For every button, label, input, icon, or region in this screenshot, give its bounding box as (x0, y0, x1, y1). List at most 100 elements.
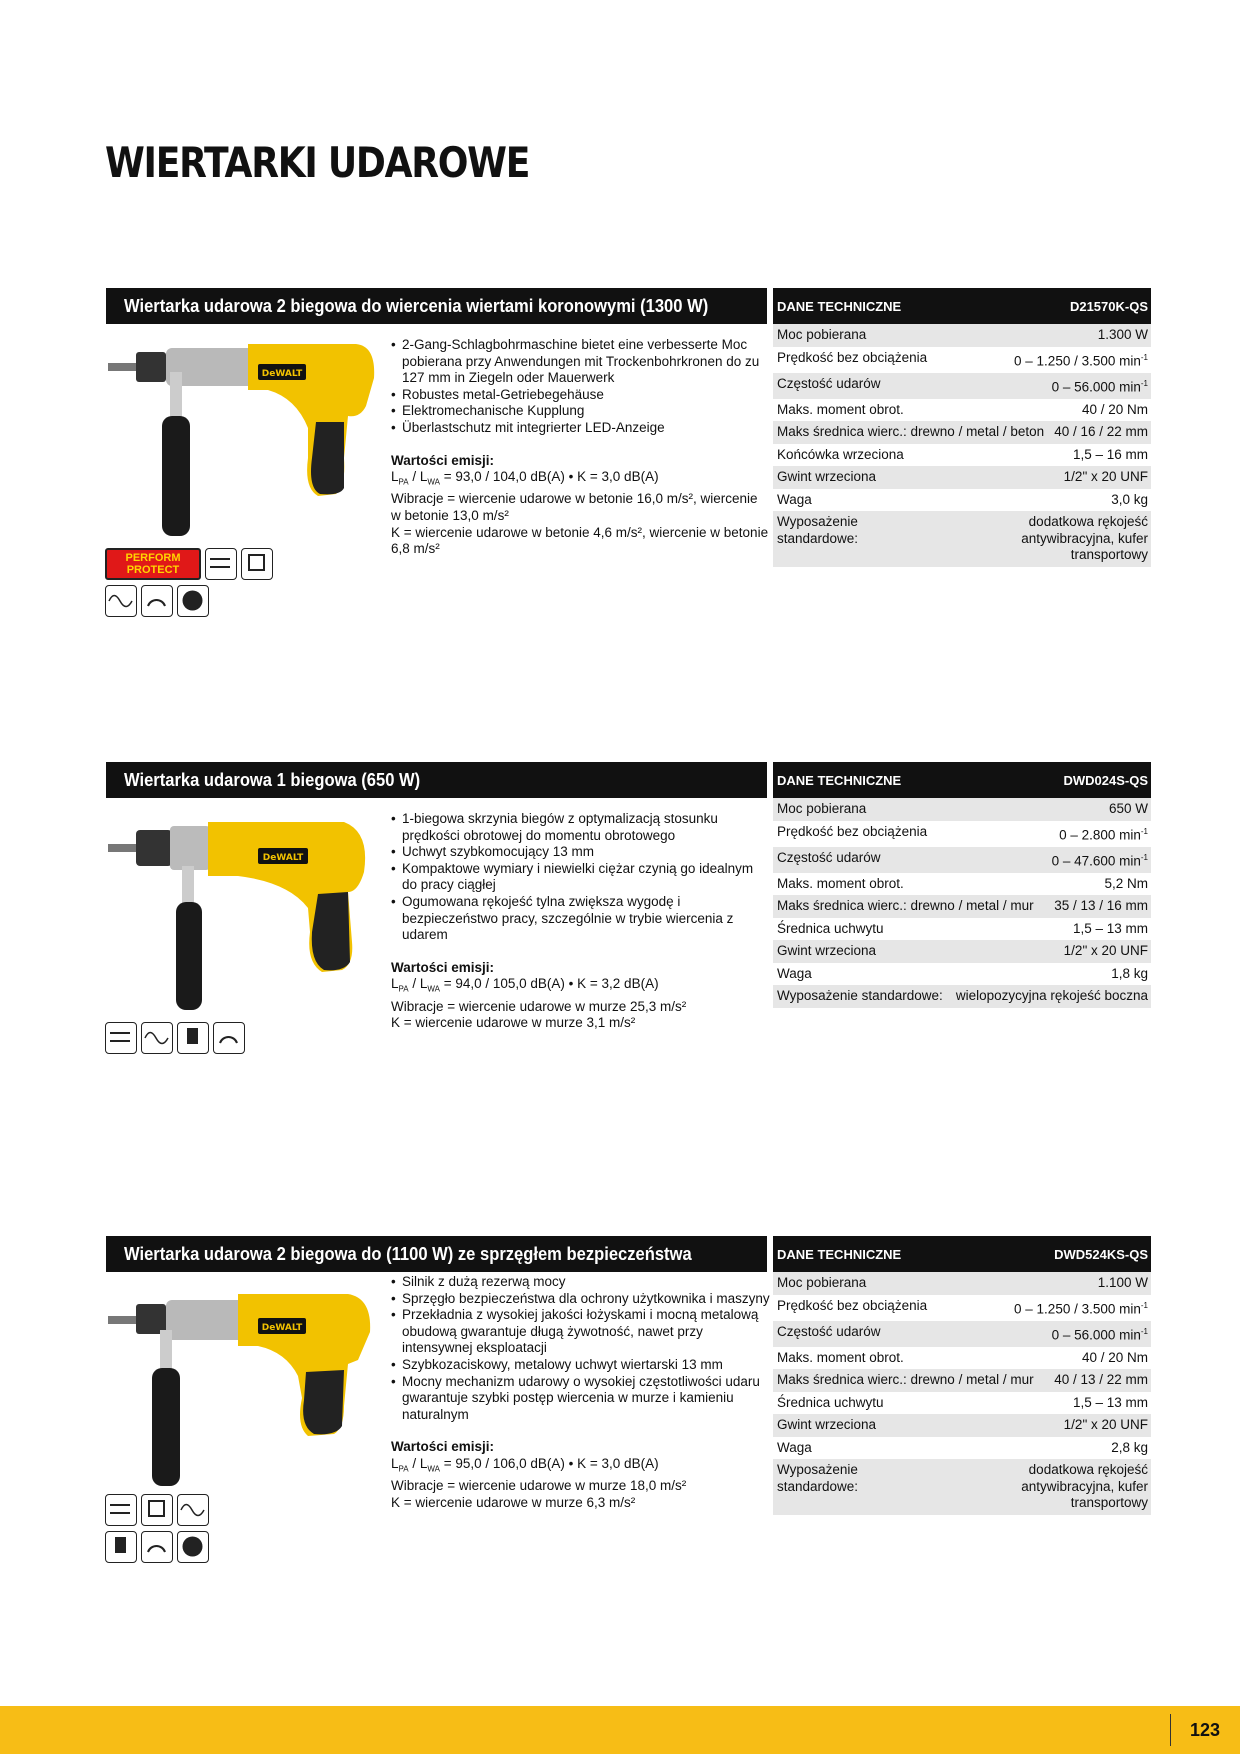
emission-values: Wartości emisji: LPA / LWA = 95,0 / 106,… (391, 1439, 771, 1511)
model-number: DWD524KS-QS (1054, 1247, 1148, 1262)
feature-item: Uchwyt szybkomocujący 13 mm (391, 844, 771, 861)
spec-row: Maks średnica wierc.: drewno / metal / m… (773, 1369, 1151, 1392)
product-header: Wiertarka udarowa 2 biegowa do wiercenia… (106, 288, 767, 324)
feature-list: 1-biegowa skrzynia biegów z optymalizacj… (391, 811, 771, 1032)
emission-values: Wartości emisji: LPA / LWA = 94,0 / 105,… (391, 960, 771, 1032)
emission-line: Wibracje = wiercenie udarowe w murze 25,… (391, 998, 687, 1014)
feature-item: Ogumowana rękojeść tylna zwiększa wygodę… (391, 894, 771, 944)
feature-item: 2-Gang-Schlagbohrmaschine bietet eine ve… (391, 337, 771, 387)
drill-photo: DeWALT (108, 1294, 371, 1486)
keyless-chuck-icon (177, 1022, 209, 1054)
feature-list: Silnik z dużą rezerwą mocy Sprzęgło bezp… (391, 1274, 771, 1511)
spec-row: Maks. moment obrot.5,2 Nm (777, 875, 1148, 891)
emission-line: Wibracje = wiercenie udarowe w murze 18,… (391, 1478, 687, 1494)
product-name: Wiertarka udarowa 2 biegowa do wiercenia… (124, 296, 709, 316)
product-name: Wiertarka udarowa 2 biegowa do (1100 W) … (124, 1244, 692, 1264)
emission-line: Wibracje = wiercenie udarowe w betonie 1… (391, 491, 758, 524)
led-indicator-icon (241, 548, 273, 580)
page-footer: 123 (0, 1706, 1240, 1754)
drill-photo: DeWALT (108, 822, 366, 1010)
page-title: WIERTARKI UDAROWE (105, 138, 530, 187)
feature-item: Robustes metal-Getriebegehäuse (391, 387, 771, 404)
electronic-clutch-icon (177, 585, 209, 617)
spec-row: Wyposażenie standardowe:dodatkowa rękoje… (773, 511, 1151, 567)
spec-row: Maks. moment obrot.40 / 20 Nm (777, 401, 1148, 417)
feature-item: Przekładnia z wysokiej jakości łożyskami… (391, 1307, 771, 1357)
feature-item: Kompaktowe wymiary i niewielki ciężar cz… (391, 861, 771, 894)
page-number: 123 (1190, 1720, 1221, 1740)
svg-text:DeWALT: DeWALT (262, 1323, 303, 1333)
noise-value: LPA / LWA = 95,0 / 106,0 dB(A) • K = 3,0… (391, 1455, 659, 1474)
noise-value: LPA / LWA = 94,0 / 105,0 dB(A) • K = 3,2… (391, 976, 659, 995)
model-number: DWD024S-QS (1063, 773, 1148, 788)
forward-reverse-icon (213, 1022, 245, 1054)
emission-values: Wartości emisji: LPA / LWA = 93,0 / 104,… (391, 453, 771, 558)
emission-label: Wartości emisji: (391, 959, 495, 975)
electronic-clutch-icon (177, 1531, 209, 1563)
feature-item: Elektromechanische Kupplung (391, 403, 771, 420)
emission-label: Wartości emisji: (391, 452, 495, 468)
hammer-drill-mode-icon (105, 1494, 137, 1526)
feature-list: 2-Gang-Schlagbohrmaschine bietet eine ve… (391, 337, 771, 558)
forward-reverse-icon (141, 1531, 173, 1563)
spec-row: Maks. moment obrot.40 / 20 Nm (777, 1349, 1148, 1365)
forward-reverse-icon (141, 585, 173, 617)
feature-item: Sprzęgło bezpieczeństwa dla ochrony użyt… (391, 1291, 771, 1308)
model-number: D21570K-QS (1069, 299, 1148, 314)
spec-row: Maks średnica wierc.: drewno / metal / b… (773, 421, 1151, 444)
feature-item: Überlastschutz mit integrierter LED-Anze… (391, 420, 771, 437)
emission-line: K = wiercenie udarowe w murze 6,3 m/s² (391, 1494, 636, 1510)
variable-speed-icon (105, 585, 137, 617)
feature-item: Silnik z dużą rezerwą mocy (391, 1274, 771, 1291)
variable-speed-icon (141, 1022, 173, 1054)
svg-text:DeWALT: DeWALT (262, 369, 303, 379)
perform-protect-badge: PERFORM PROTECT (105, 548, 201, 580)
emission-label: Wartości emisji: (391, 1439, 495, 1455)
spec-row: Maks średnica wierc.: drewno / metal / m… (773, 895, 1151, 918)
svg-text:DeWALT: DeWALT (263, 853, 304, 863)
footer-divider (1170, 1714, 1171, 1746)
product-header: Wiertarka udarowa 2 biegowa do (1100 W) … (106, 1236, 767, 1272)
feature-item: 1-biegowa skrzynia biegów z optymalizacj… (391, 811, 771, 844)
drill-photo: DeWALT (108, 344, 375, 536)
spec-row: Wyposażenie standardowe:dodatkowa rękoje… (773, 1459, 1151, 1515)
feature-icons: PERFORM PROTECT (105, 548, 273, 622)
emission-line: K = wiercenie udarowe w betonie 4,6 m/s²… (391, 524, 769, 557)
spec-row: Wyposażenie standardowe:wielopozycyjna r… (773, 985, 1151, 1008)
feature-icons (105, 1494, 209, 1568)
feature-item: Szybkozaciskowy, metalowy uchwyt wiertar… (391, 1357, 771, 1374)
product-header: Wiertarka udarowa 1 biegowa (650 W) (106, 762, 767, 798)
noise-value: LPA / LWA = 93,0 / 104,0 dB(A) • K = 3,0… (391, 469, 659, 487)
emission-line: K = wiercenie udarowe w murze 3,1 m/s² (391, 1015, 636, 1031)
feature-item: Mocny mechanizm udarowy o wysokiej częst… (391, 1374, 771, 1424)
hammer-drill-mode-icon (105, 1022, 137, 1054)
keyless-chuck-icon (105, 1531, 137, 1563)
hammer-drill-mode-icon (205, 548, 237, 580)
product-name: Wiertarka udarowa 1 biegowa (650 W) (124, 770, 421, 790)
safety-clutch-icon (141, 1494, 173, 1526)
